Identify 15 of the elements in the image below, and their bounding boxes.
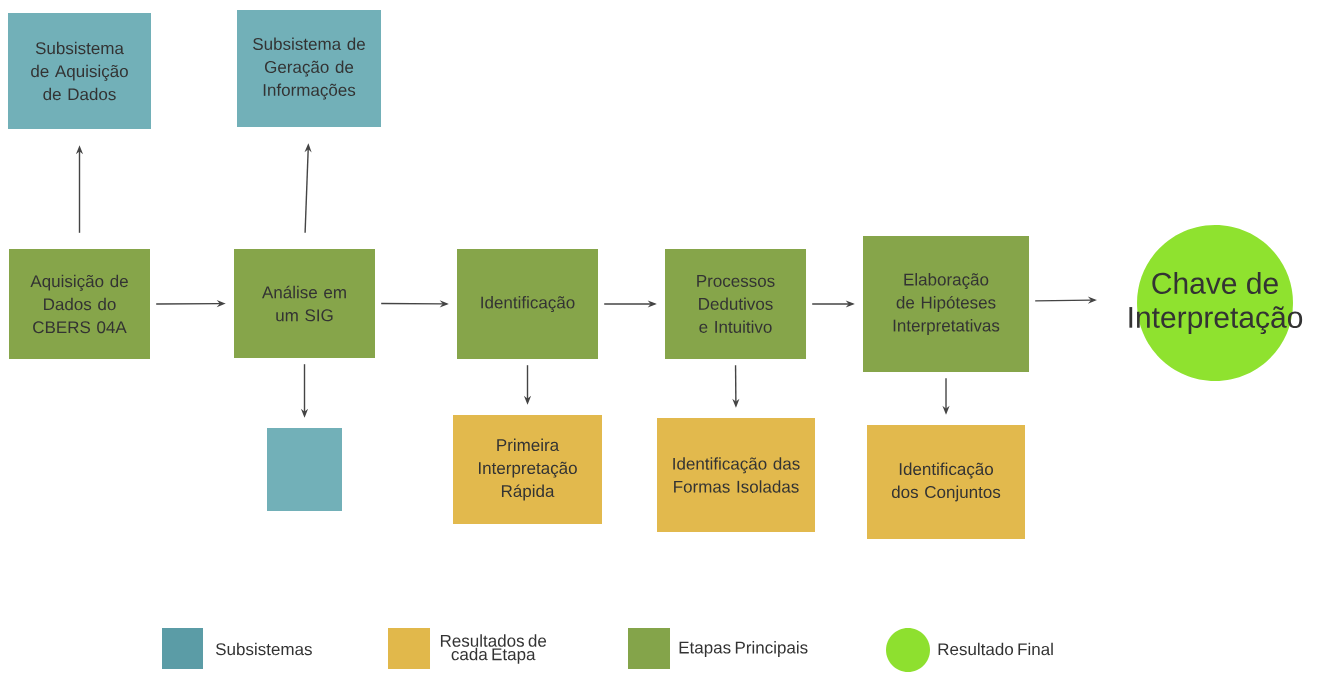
stage-box: Análise em um SIG — [234, 249, 375, 358]
result-box: Identificação das Formas Isoladas — [657, 418, 815, 532]
stage-box: Identificação — [457, 249, 598, 359]
stage-box: Processos Dedutivos e Intuitivo — [665, 249, 806, 359]
subsystem-box: Subsistema de Geração de Informações — [237, 10, 381, 127]
result-box: Identificação dos Conjuntos — [867, 425, 1025, 539]
subsystem-box: Subsistema de Aquisição de Dados — [8, 13, 151, 129]
stage-box: Aquisição de Dados do CBERS 04A — [9, 249, 150, 359]
legend-text: Resultado Final — [938, 642, 1053, 656]
legend-text: Resultados de cada Etapa — [440, 634, 547, 664]
empty-box — [267, 428, 342, 511]
legend-text: Subsistemas — [215, 642, 312, 656]
legend-text: Etapas Principais — [679, 641, 808, 657]
stage-box: Elaboração de Hipóteses Interpretativas — [863, 236, 1029, 372]
result-box: Primeira Interpretação Rápida — [453, 415, 602, 524]
